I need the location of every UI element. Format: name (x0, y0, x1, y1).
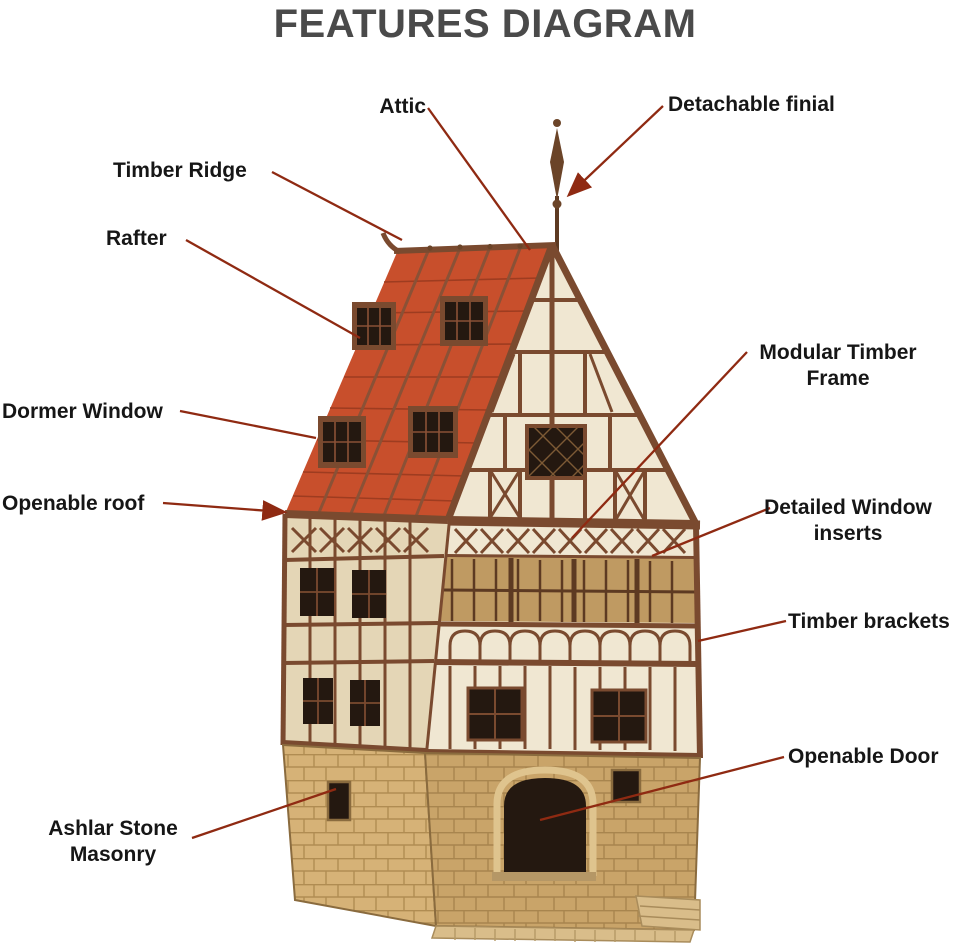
label-detachable-finial: Detachable finial (668, 93, 835, 116)
leader-lines (162, 105, 787, 840)
openable-door (492, 766, 597, 881)
openable-door-leader-line (539, 755, 785, 822)
ashlar-stone-masonry-leader-line (191, 787, 337, 840)
modular-timber-frame-leader-line (571, 351, 748, 539)
side-window-2 (352, 570, 386, 618)
dormer-window-leader-line (179, 409, 317, 440)
dormer-window-lower-left (318, 416, 366, 468)
detachable-finial-leader-line (566, 105, 664, 198)
third-floor-window-right (590, 688, 648, 744)
label-detailed-window-inserts: Detailed Window inserts (764, 496, 932, 545)
label-ashlar-stone-masonry: Ashlar Stone Masonry (48, 817, 178, 866)
label-timber-brackets: Timber brackets (788, 610, 950, 633)
label-openable-roof: Openable roof (2, 492, 145, 515)
side-window-4 (350, 680, 380, 726)
timber-ridge-leader-line (271, 170, 403, 242)
window-inserts-row (438, 557, 698, 623)
openable-roof-leader-line (162, 500, 288, 521)
gable-lattice-window (525, 424, 587, 480)
attic-leader-line (427, 107, 531, 251)
timber-brackets-leader-line (697, 619, 787, 643)
detailed-window-inserts-leader-line (651, 506, 771, 558)
label-rafter: Rafter (106, 227, 167, 250)
timber-floors-side (280, 510, 449, 754)
dormer-window-upper-right (440, 296, 488, 346)
timber-ridge-beam (393, 242, 557, 254)
dormer-window-lower-right (408, 406, 458, 458)
label-openable-door: Openable Door (788, 745, 939, 768)
label-timber-ridge: Timber Ridge (113, 159, 247, 182)
stone-side-face (281, 743, 438, 928)
base-platform (430, 895, 701, 943)
timber-brackets-row (448, 629, 692, 661)
stone-slit-window (326, 780, 352, 822)
label-modular-timber-frame: Modular Timber Frame (759, 341, 917, 390)
house-illustration (280, 119, 703, 943)
finial (550, 119, 564, 258)
page-title: FEATURES DIAGRAM (273, 2, 697, 46)
dormer-windows (318, 296, 488, 468)
base-steps (635, 895, 701, 931)
label-attic: Attic (379, 95, 426, 118)
side-window-3 (303, 678, 333, 724)
ridge-upturn (380, 232, 402, 255)
timber-floors-front (422, 516, 703, 759)
side-window-1 (300, 568, 334, 616)
dormer-window-upper-left (352, 302, 396, 350)
label-dormer-window: Dormer Window (2, 400, 163, 423)
rafter-leader-line (185, 238, 361, 340)
third-floor-window-left (466, 686, 524, 742)
